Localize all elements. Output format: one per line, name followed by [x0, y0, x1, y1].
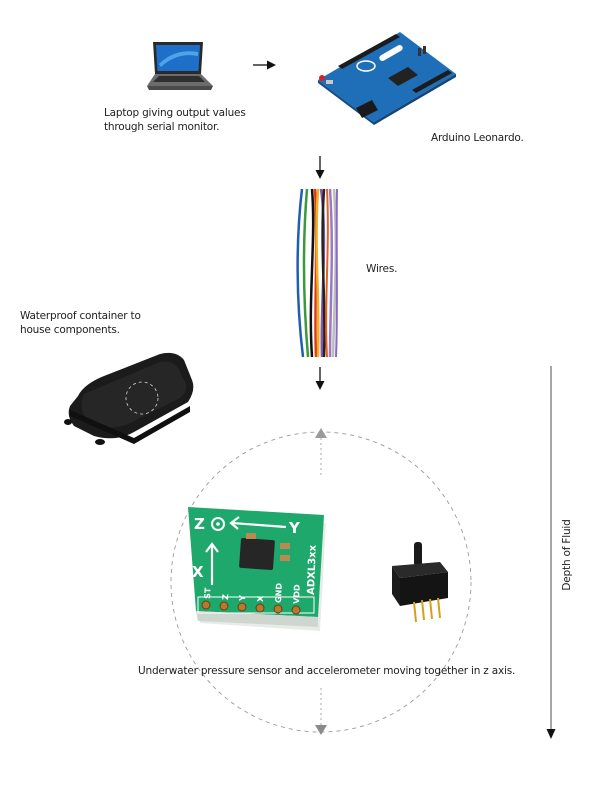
depth-axis-label: Depth of Fluid	[560, 519, 574, 590]
chip-name-label: ADXL3xx	[306, 544, 319, 595]
arrow-wires-to-sensors	[315, 367, 325, 390]
depth-axis-arrowhead	[546, 729, 556, 739]
depth-axis-label-text: Depth of Fluid	[561, 519, 573, 591]
arduino-board-icon: LEONARDO	[318, 32, 456, 125]
laptop-label: Laptop giving output values through seri…	[104, 106, 274, 134]
pressure-sensor-node	[388, 542, 452, 624]
wires-label: Wires.	[366, 263, 398, 275]
pin-label-x: X	[256, 595, 265, 602]
container-node	[64, 350, 196, 450]
motion-arrow-up	[315, 428, 327, 476]
container-label-line-1: Waterproof container to	[20, 310, 141, 322]
arrow-arduino-to-wires	[315, 156, 325, 179]
accelerometer-node: Z Y X ADXL3xx ST Z Y X GND VDD	[186, 505, 336, 635]
wires-bundle-icon	[296, 188, 338, 358]
pin-label-y: Y	[238, 595, 247, 602]
pressure-sensor-icon	[392, 542, 448, 623]
arrow-laptop-to-arduino	[253, 60, 276, 70]
accelerometer-chip	[239, 537, 275, 571]
laptop-label-line-2: through serial monitor.	[104, 121, 220, 133]
pin-label-st: ST	[203, 587, 212, 599]
laptop-label-line-1: Laptop giving output values	[104, 107, 246, 119]
container-label: Waterproof container to house components…	[20, 309, 180, 337]
pin-label-vdd: VDD	[292, 584, 302, 604]
sensor-label: Underwater pressure sensor and accelerom…	[138, 665, 516, 677]
sensor-zone	[170, 428, 472, 735]
depth-axis	[546, 366, 556, 739]
accelerometer-board-icon: Z Y X ADXL3xx ST Z Y X GND VDD	[188, 507, 326, 631]
pin-label-gnd: GND	[274, 583, 284, 604]
waterproof-case-icon	[64, 352, 194, 445]
axis-label-y: Y	[288, 519, 301, 537]
laptop-icon	[147, 42, 213, 90]
wires-node	[294, 188, 340, 358]
axis-label-z: Z	[194, 515, 205, 533]
pin-pads	[201, 600, 301, 615]
arduino-node: LEONARDO	[308, 30, 458, 125]
motion-arrow-down	[315, 688, 327, 735]
container-label-line-2: house components.	[20, 324, 120, 336]
axis-label-x: X	[192, 563, 204, 581]
arduino-label: Arduino Leonardo.	[431, 132, 524, 144]
zoom-highlight-circle	[125, 381, 159, 415]
laptop-node	[145, 40, 215, 92]
